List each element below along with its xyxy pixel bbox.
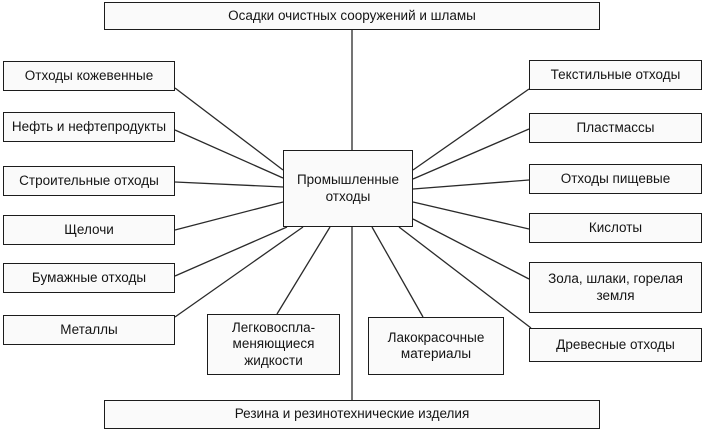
node-textile-waste: Текстильные отходы (529, 60, 702, 90)
connector-right-3 (412, 179, 530, 190)
connector-right-6 (398, 226, 532, 329)
connector-flammable-liquids (276, 226, 331, 315)
node-industrial-waste-center: Промышленные отходы (283, 150, 413, 227)
connector-paint-materials (371, 226, 424, 318)
node-paint-materials: Лакокрасочные материалы (368, 317, 504, 375)
connector-left-5 (174, 226, 288, 277)
connector-right-2 (412, 128, 530, 180)
node-leather-waste: Отходы кожевенные (3, 61, 175, 91)
connector-right-5 (412, 218, 530, 280)
node-ash-slag-burnt-earth: Зола, шлаки, горелая земля (529, 262, 702, 313)
node-food-waste: Отходы пищевые (529, 164, 702, 194)
connector-left-2 (174, 129, 284, 179)
node-flammable-liquids: Легковоспла­меняющиеся жидкости (207, 314, 340, 375)
node-construction-waste: Строительные отходы (3, 166, 175, 196)
node-wood-waste: Древесные отходы (529, 328, 702, 362)
node-metals: Металлы (3, 315, 175, 345)
node-rubber-products: Резина и резинотехнические изделия (104, 400, 600, 429)
connector-left-3 (174, 181, 284, 188)
connector-right-1 (412, 88, 530, 171)
node-sewage-sludge: Осадки очистных сооружений и шламы (104, 2, 600, 30)
node-acids: Кислоты (529, 213, 702, 243)
connector-right-4 (412, 201, 530, 230)
connector-left-6 (174, 226, 304, 318)
node-alkalis: Щелочи (3, 215, 175, 245)
node-plastics: Пластмассы (529, 113, 702, 143)
connector-left-1 (174, 87, 284, 171)
node-paper-waste: Бумажные отходы (3, 263, 175, 293)
node-oil-products: Нефть и нефтепродукты (3, 112, 175, 142)
connector-left-4 (174, 201, 284, 231)
